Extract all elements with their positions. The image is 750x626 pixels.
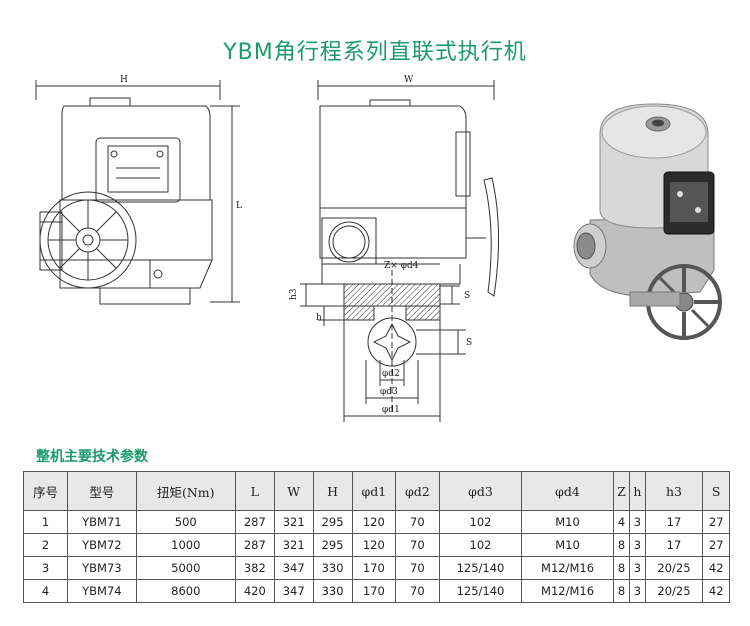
table-cell: 420 <box>234 579 275 603</box>
dim-label-L: L <box>236 201 242 211</box>
column-header: Z <box>612 471 631 511</box>
table-cell: 347 <box>273 556 314 580</box>
table-cell: 382 <box>234 556 275 580</box>
table-cell: 20/25 <box>644 556 704 580</box>
table-cell: 3 <box>22 556 69 580</box>
table-cell: 1000 <box>135 533 236 557</box>
table-cell: M12/M16 <box>521 556 614 580</box>
table-cell: 125/140 <box>438 556 523 580</box>
dim-label-d2: φd2 <box>382 369 400 379</box>
technical-drawings: H W L h3 h S S Z× φd4 φd2 φd3 φd1 <box>35 75 722 422</box>
table-cell: 3 <box>629 510 646 534</box>
table-cell: 70 <box>395 533 440 557</box>
table-cell: 287 <box>234 510 275 534</box>
page-title: YBM角行程系列直联式执行机 <box>223 40 527 65</box>
table-cell: 120 <box>351 510 397 534</box>
table-cell: 3 <box>629 556 646 580</box>
column-header: φd1 <box>351 471 397 511</box>
column-header: H <box>312 471 353 511</box>
column-header: h <box>629 471 646 511</box>
table-cell: 27 <box>702 533 730 557</box>
dim-label-H: H <box>120 75 128 85</box>
dim-label-d1: φd1 <box>382 405 400 415</box>
table-cell: 17 <box>644 510 704 534</box>
column-header: 型号 <box>67 471 137 511</box>
dim-label-h: h <box>316 313 322 323</box>
table-cell: 3 <box>629 579 646 603</box>
front-view-drawing <box>35 80 240 305</box>
table-cell: 5000 <box>135 556 236 580</box>
table-cell: 330 <box>312 556 353 580</box>
table-cell: 1 <box>22 510 69 534</box>
column-header: φd2 <box>395 471 440 511</box>
table-cell: 500 <box>135 510 236 534</box>
table-cell: 102 <box>438 510 523 534</box>
table-cell: 8 <box>612 579 631 603</box>
table-cell: 287 <box>234 533 275 557</box>
dim-label-s2: S <box>466 338 472 348</box>
table-row: 3 YBM73 5000 382 347 330 170 70 125/140 … <box>22 556 730 580</box>
table-cell: 321 <box>273 510 314 534</box>
table-cell: 8 <box>612 556 631 580</box>
table-cell: 8 <box>612 533 631 557</box>
table-header-row: 序号 型号 扭矩(Nm) L W H φd1 φd2 φd3 φd4 Z h h… <box>22 471 730 511</box>
table-cell: 70 <box>395 510 440 534</box>
table-cell: M10 <box>521 510 614 534</box>
table-cell: 170 <box>351 556 397 580</box>
section-heading: 整机主要技术参数 <box>36 449 148 465</box>
table-cell: 3 <box>629 533 646 557</box>
table-cell: M10 <box>521 533 614 557</box>
table-cell: 2 <box>22 533 69 557</box>
dim-label-z-d4: Z× φd4 <box>384 261 419 271</box>
column-header: 序号 <box>22 471 69 511</box>
table-cell: 70 <box>395 556 440 580</box>
table-cell: 347 <box>273 579 314 603</box>
table-cell: 125/140 <box>438 579 523 603</box>
table-cell: 70 <box>395 579 440 603</box>
table-cell: 27 <box>702 510 730 534</box>
table-cell: 321 <box>273 533 314 557</box>
table-cell: 17 <box>644 533 704 557</box>
table-cell: YBM72 <box>67 533 137 557</box>
table-cell: YBM74 <box>67 579 137 603</box>
column-header: φd4 <box>521 471 614 511</box>
table-cell: 20/25 <box>644 579 704 603</box>
table-cell: 42 <box>702 556 730 580</box>
table-row: 2 YBM72 1000 287 321 295 120 70 102 M10 … <box>22 533 730 557</box>
table-cell: 8600 <box>135 579 236 603</box>
dim-label-h3: h3 <box>289 288 299 300</box>
column-header: 扭矩(Nm) <box>135 471 236 511</box>
column-header: W <box>273 471 314 511</box>
column-header: h3 <box>644 471 704 511</box>
table-cell: YBM71 <box>67 510 137 534</box>
table-cell: YBM73 <box>67 556 137 580</box>
side-view-drawing <box>300 80 500 422</box>
table-row: 4 YBM74 8600 420 347 330 170 70 125/140 … <box>22 579 730 603</box>
table-row: 1 YBM71 500 287 321 295 120 70 102 M10 4… <box>22 510 730 534</box>
table-cell: 4 <box>22 579 69 603</box>
column-header: S <box>702 471 730 511</box>
dim-label-s1: S <box>464 291 470 301</box>
table-cell: 295 <box>312 533 353 557</box>
table-cell: 120 <box>351 533 397 557</box>
spec-table: 序号 型号 扭矩(Nm) L W H φd1 φd2 φd3 φd4 Z h h… <box>22 471 730 603</box>
table-cell: 4 <box>612 510 631 534</box>
table-cell: 295 <box>312 510 353 534</box>
actuator-product-image <box>573 103 722 340</box>
table-cell: 102 <box>438 533 523 557</box>
column-header: φd3 <box>438 471 523 511</box>
dim-label-W: W <box>404 75 414 85</box>
table-cell: M12/M16 <box>521 579 614 603</box>
table-cell: 170 <box>351 579 397 603</box>
table-cell: 330 <box>312 579 353 603</box>
column-header: L <box>234 471 275 511</box>
dim-label-d3: φd3 <box>380 387 398 397</box>
table-cell: 42 <box>702 579 730 603</box>
